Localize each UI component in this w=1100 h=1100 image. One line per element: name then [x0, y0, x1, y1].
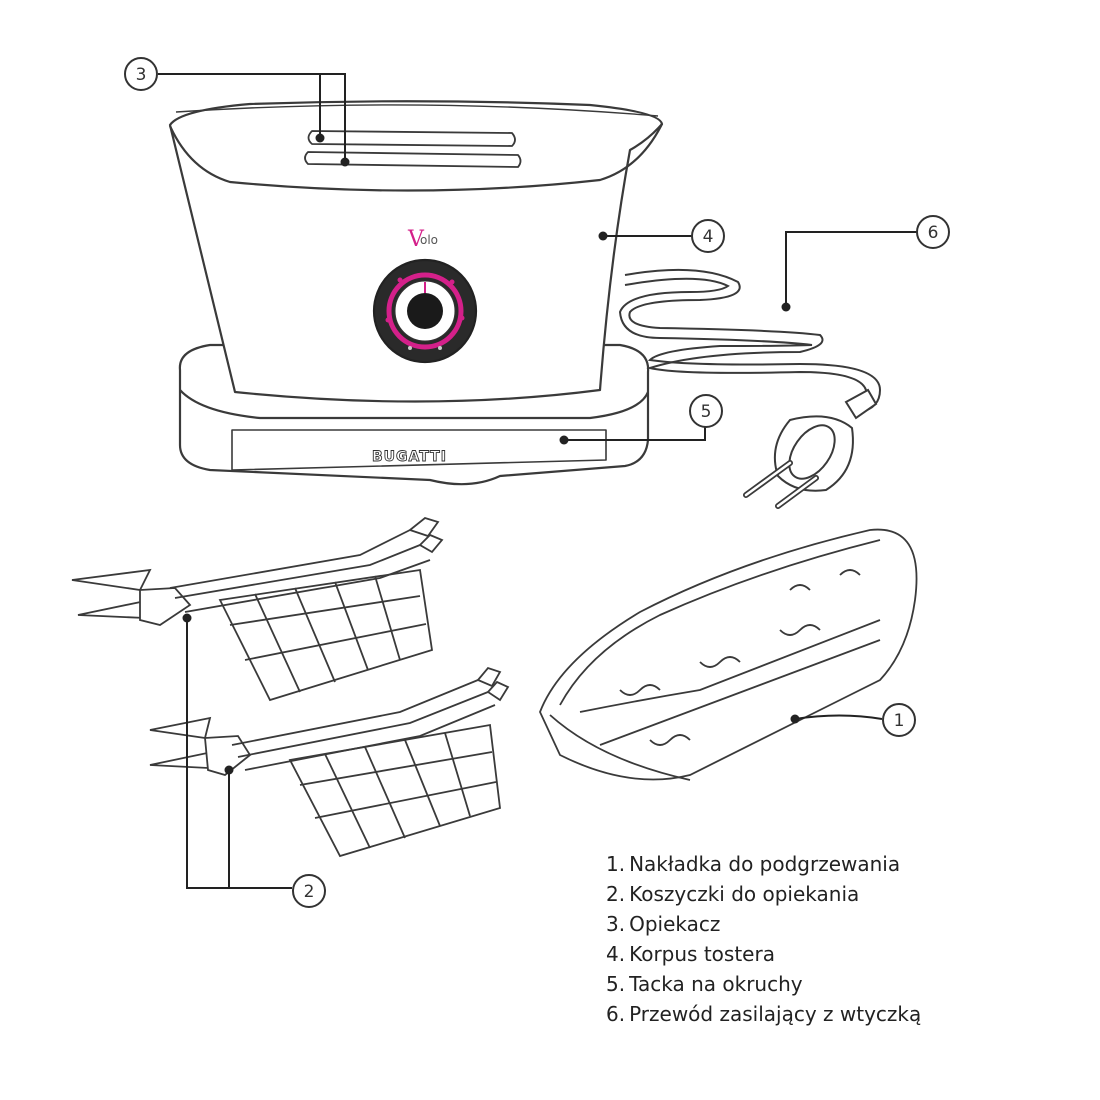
legend-text: Koszyczki do opiekania	[629, 882, 860, 906]
legend-number: 4.	[606, 942, 626, 966]
legend-number: 5.	[606, 972, 626, 996]
callout-2: 2	[292, 874, 326, 908]
legend-text: Nakładka do podgrzewania	[629, 852, 901, 876]
toasting-basket-lower	[149, 666, 510, 858]
callout-4: 4	[691, 219, 725, 253]
power-cord	[618, 268, 882, 413]
volo-logo: V	[407, 227, 425, 252]
legend-number: 6.	[606, 1002, 626, 1026]
toasting-basket-upper	[71, 516, 444, 702]
svg-text:5: 5	[701, 402, 712, 422]
bugatti-logo: BUGATTI	[372, 449, 447, 465]
power-plug	[743, 388, 878, 509]
volo-logo-rest: olo	[420, 233, 438, 247]
control-dial	[372, 258, 478, 364]
callout-3: 3	[124, 57, 158, 91]
toast-slot-1	[307, 130, 516, 147]
svg-text:4: 4	[703, 227, 714, 247]
legend-item: 4.Korpus tostera	[606, 939, 921, 969]
svg-text:3: 3	[136, 65, 147, 85]
svg-text:1: 1	[894, 711, 905, 731]
legend-number: 2.	[606, 882, 626, 906]
toast-slot-2	[304, 151, 522, 168]
legend-number: 1.	[606, 852, 626, 876]
legend-text: Korpus tostera	[629, 942, 775, 966]
callout-6: 6	[916, 215, 950, 249]
callout-1: 1	[882, 703, 916, 737]
legend-item: 1.Nakładka do podgrzewania	[606, 849, 921, 879]
legend-item: 5.Tacka na okruchy	[606, 969, 921, 999]
callout-5: 5	[689, 394, 723, 428]
toaster-body	[168, 100, 664, 486]
parts-legend: 1.Nakładka do podgrzewania 2.Koszyczki d…	[606, 849, 921, 1029]
toaster-shell	[168, 100, 664, 403]
legend-item: 2.Koszyczki do opiekania	[606, 879, 921, 909]
svg-text:2: 2	[304, 882, 315, 902]
legend-item: 3.Opiekacz	[606, 909, 921, 939]
legend-text: Opiekacz	[629, 912, 721, 936]
leader-dots	[182, 133, 800, 775]
legend-text: Przewód zasilający z wtyczką	[629, 1002, 922, 1026]
crumb-tray	[231, 429, 607, 471]
legend-item: 6.Przewód zasilający z wtyczką	[606, 999, 921, 1029]
legend-number: 3.	[606, 912, 626, 936]
warming-rack	[539, 528, 918, 781]
svg-text:6: 6	[928, 223, 939, 243]
legend-text: Tacka na okruchy	[629, 972, 803, 996]
